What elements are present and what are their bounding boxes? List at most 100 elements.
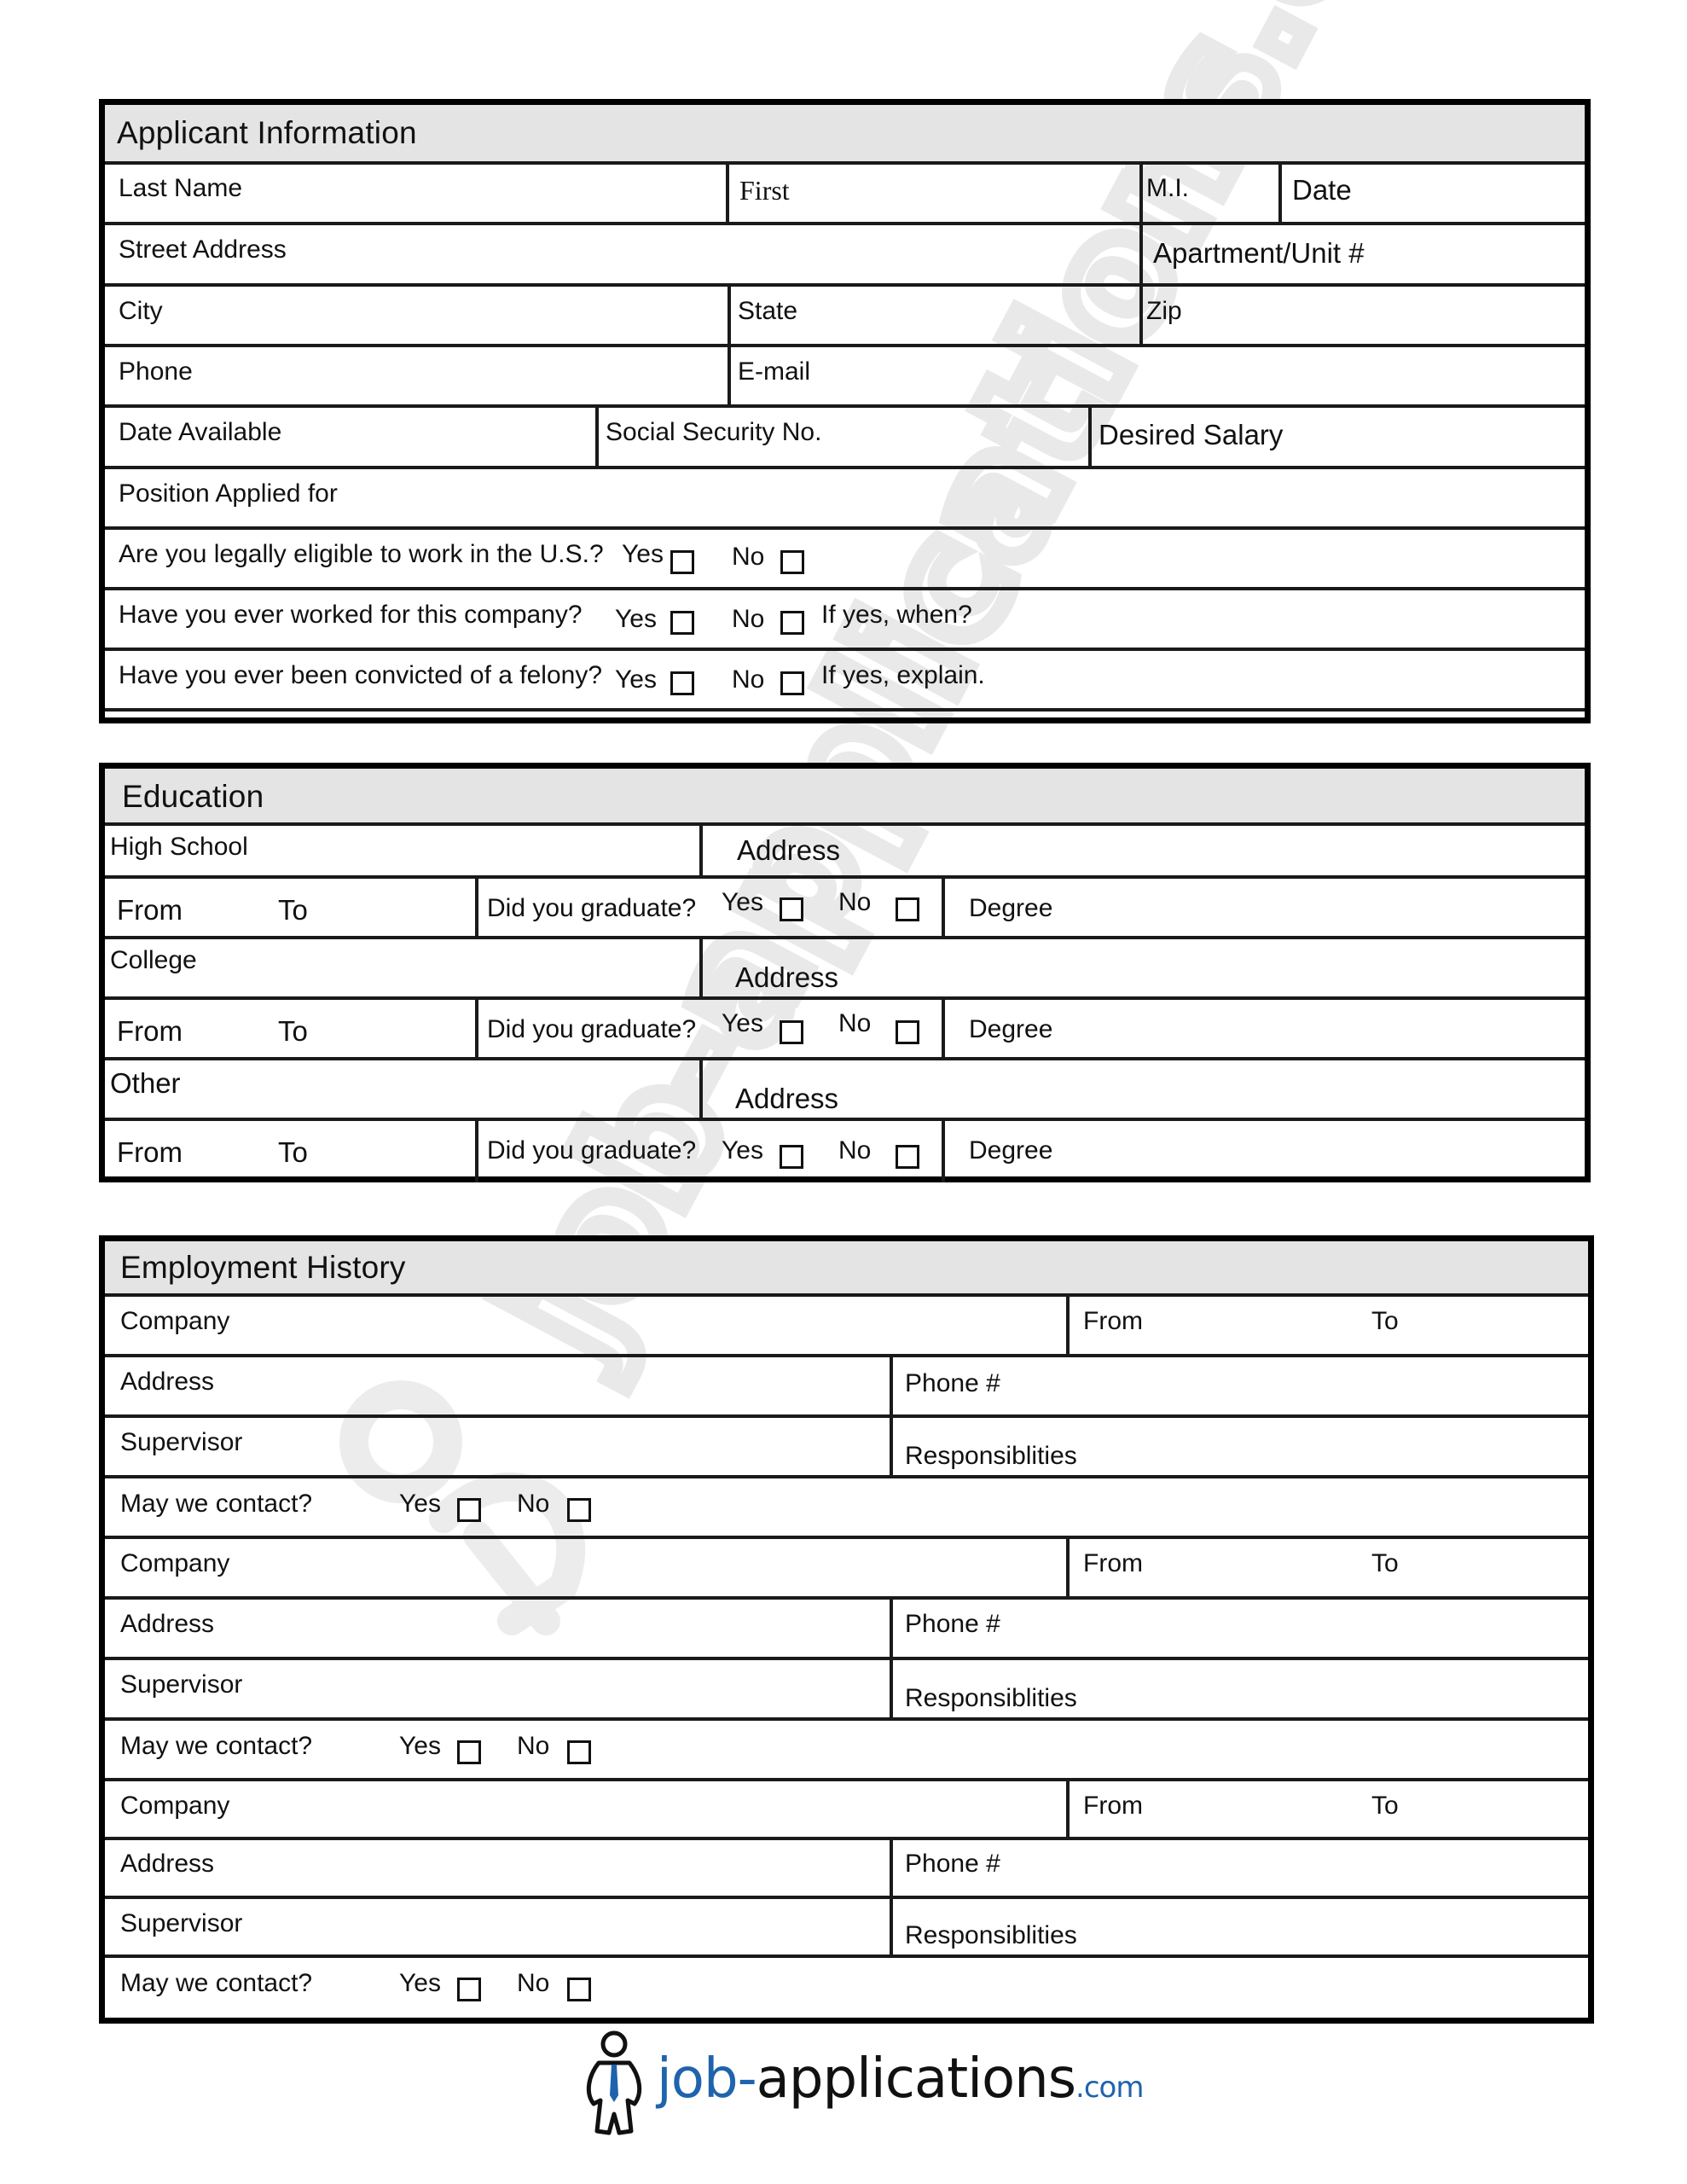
company-phone-field[interactable]: Phone # <box>890 1600 1588 1657</box>
college-dates-field[interactable]: From To <box>105 1000 475 1057</box>
contact-no-checkbox[interactable] <box>567 1978 591 2001</box>
responsibilities-field[interactable]: Responsiblities <box>890 1418 1588 1475</box>
other-school-field[interactable]: Other <box>105 1060 699 1118</box>
worked-before-yes-checkbox[interactable] <box>670 611 694 635</box>
position-row: Position Applied for <box>105 469 1585 530</box>
graduate-no-checkbox[interactable] <box>896 1145 919 1169</box>
felony-yes-checkbox[interactable] <box>670 671 694 695</box>
contact-no-checkbox[interactable] <box>567 1498 591 1522</box>
zip-field[interactable]: Zip <box>1139 287 1585 344</box>
company-field[interactable]: Company <box>105 1297 1066 1354</box>
eligibility-no-checkbox[interactable] <box>780 550 804 574</box>
position-field[interactable]: Position Applied for <box>105 469 1585 526</box>
city-field[interactable]: City <box>105 287 728 344</box>
phone-label: Phone # <box>905 1610 1000 1638</box>
company-field[interactable]: Company <box>105 1781 1066 1837</box>
high-school-address-field[interactable]: Address <box>699 826 1585 875</box>
desired-salary-field[interactable]: Desired Salary <box>1088 408 1585 466</box>
graduate-no-checkbox[interactable] <box>896 1020 919 1044</box>
graduate-yes-checkbox[interactable] <box>780 897 803 921</box>
college-details-row: From To Did you graduate? Yes No Degree <box>105 1000 1585 1060</box>
education-section: Education High School Address From To Di… <box>99 763 1591 1182</box>
contact-yes-checkbox[interactable] <box>457 1978 481 2001</box>
graduate-yes-checkbox[interactable] <box>780 1145 803 1169</box>
contact-permission-row: May we contact? Yes No <box>105 1478 1588 1539</box>
company-address-row: Address Phone # <box>105 1840 1588 1899</box>
date-label: Date <box>1292 174 1352 206</box>
section-header: Education <box>105 769 1585 826</box>
high-school-label: High School <box>110 833 248 861</box>
supervisor-field[interactable]: Supervisor <box>105 1899 890 1955</box>
apartment-label: Apartment/Unit # <box>1153 237 1365 269</box>
other-school-address-field[interactable]: Address <box>699 1060 1585 1118</box>
from-label: From <box>1083 1792 1143 1820</box>
degree-label: Degree <box>969 1136 1053 1165</box>
email-field[interactable]: E-mail <box>728 347 1585 404</box>
contact-no-label: No <box>517 1490 550 1518</box>
responsibilities-label: Responsiblities <box>905 1442 1077 1470</box>
graduate-yes-checkbox[interactable] <box>780 1020 803 1044</box>
responsibilities-field[interactable]: Responsiblities <box>890 1899 1588 1955</box>
felony-question: Have you ever been convicted of a felony… <box>119 661 603 689</box>
eligibility-yes-checkbox[interactable] <box>670 550 694 574</box>
high-school-row: High School Address <box>105 826 1585 879</box>
other-school-degree-field[interactable]: Degree <box>942 1121 1585 1182</box>
contact-no-checkbox[interactable] <box>567 1740 591 1764</box>
company-address-row: Address Phone # <box>105 1357 1588 1418</box>
phone-label: Phone <box>119 357 193 386</box>
explanation-row[interactable] <box>105 712 1585 723</box>
supervisor-label: Supervisor <box>120 1428 243 1456</box>
employment-dates-field[interactable]: From To <box>1066 1539 1588 1596</box>
other-school-address-label: Address <box>735 1083 839 1114</box>
phone-field[interactable]: Phone <box>105 347 728 404</box>
first-name-field[interactable]: First <box>726 165 1139 222</box>
eligibility-yes-label: Yes <box>622 540 664 568</box>
supervisor-field[interactable]: Supervisor <box>105 1418 890 1475</box>
company-phone-field[interactable]: Phone # <box>890 1357 1588 1414</box>
college-graduate-field: Did you graduate? Yes No <box>475 1000 942 1057</box>
company-address-field[interactable]: Address <box>105 1840 890 1896</box>
felony-no-checkbox[interactable] <box>780 671 804 695</box>
other-school-dates-field[interactable]: From To <box>105 1121 475 1182</box>
state-field[interactable]: State <box>728 287 1139 344</box>
supervisor-row: Supervisor Responsiblities <box>105 1418 1588 1478</box>
ssn-field[interactable]: Social Security No. <box>595 408 1088 466</box>
availability-row: Date Available Social Security No. Desir… <box>105 408 1585 469</box>
employment-dates-field[interactable]: From To <box>1066 1781 1588 1837</box>
street-address-field[interactable]: Street Address <box>105 225 1139 283</box>
college-field[interactable]: College <box>105 939 699 996</box>
graduate-no-checkbox[interactable] <box>896 897 919 921</box>
high-school-address-label: Address <box>737 834 841 866</box>
company-field[interactable]: Company <box>105 1539 1066 1596</box>
company-address-field[interactable]: Address <box>105 1600 890 1657</box>
section-header: Applicant Information <box>105 105 1585 165</box>
company-address-field[interactable]: Address <box>105 1357 890 1414</box>
college-degree-field[interactable]: Degree <box>942 1000 1585 1057</box>
date-available-field[interactable]: Date Available <box>105 408 595 466</box>
date-field[interactable]: Date <box>1278 165 1585 222</box>
company-phone-field[interactable]: Phone # <box>890 1840 1588 1896</box>
high-school-dates-field[interactable]: From To <box>105 879 475 936</box>
employment-history-section: Employment History Company From To Addre… <box>99 1235 1594 2024</box>
high-school-degree-field[interactable]: Degree <box>942 879 1585 936</box>
felony-followup: If yes, explain. <box>821 661 985 689</box>
desired-salary-label: Desired Salary <box>1099 419 1284 450</box>
college-address-field[interactable]: Address <box>699 939 1585 996</box>
city-row: City State Zip <box>105 287 1585 347</box>
high-school-field[interactable]: High School <box>105 826 699 875</box>
other-school-label: Other <box>110 1067 181 1099</box>
to-label: To <box>278 1015 308 1047</box>
contact-yes-checkbox[interactable] <box>457 1740 481 1764</box>
worked-before-no-checkbox[interactable] <box>780 611 804 635</box>
to-label: To <box>1371 1792 1399 1820</box>
responsibilities-field[interactable]: Responsiblities <box>890 1660 1588 1717</box>
last-name-field[interactable]: Last Name <box>105 165 726 222</box>
apartment-field[interactable]: Apartment/Unit # <box>1139 225 1585 283</box>
middle-initial-field[interactable]: M.I. <box>1139 165 1278 222</box>
felony-yes-label: Yes <box>615 665 657 694</box>
employment-dates-field[interactable]: From To <box>1066 1297 1588 1354</box>
college-label: College <box>110 946 197 974</box>
contact-yes-checkbox[interactable] <box>457 1498 481 1522</box>
supervisor-field[interactable]: Supervisor <box>105 1660 890 1717</box>
supervisor-label: Supervisor <box>120 1909 243 1937</box>
